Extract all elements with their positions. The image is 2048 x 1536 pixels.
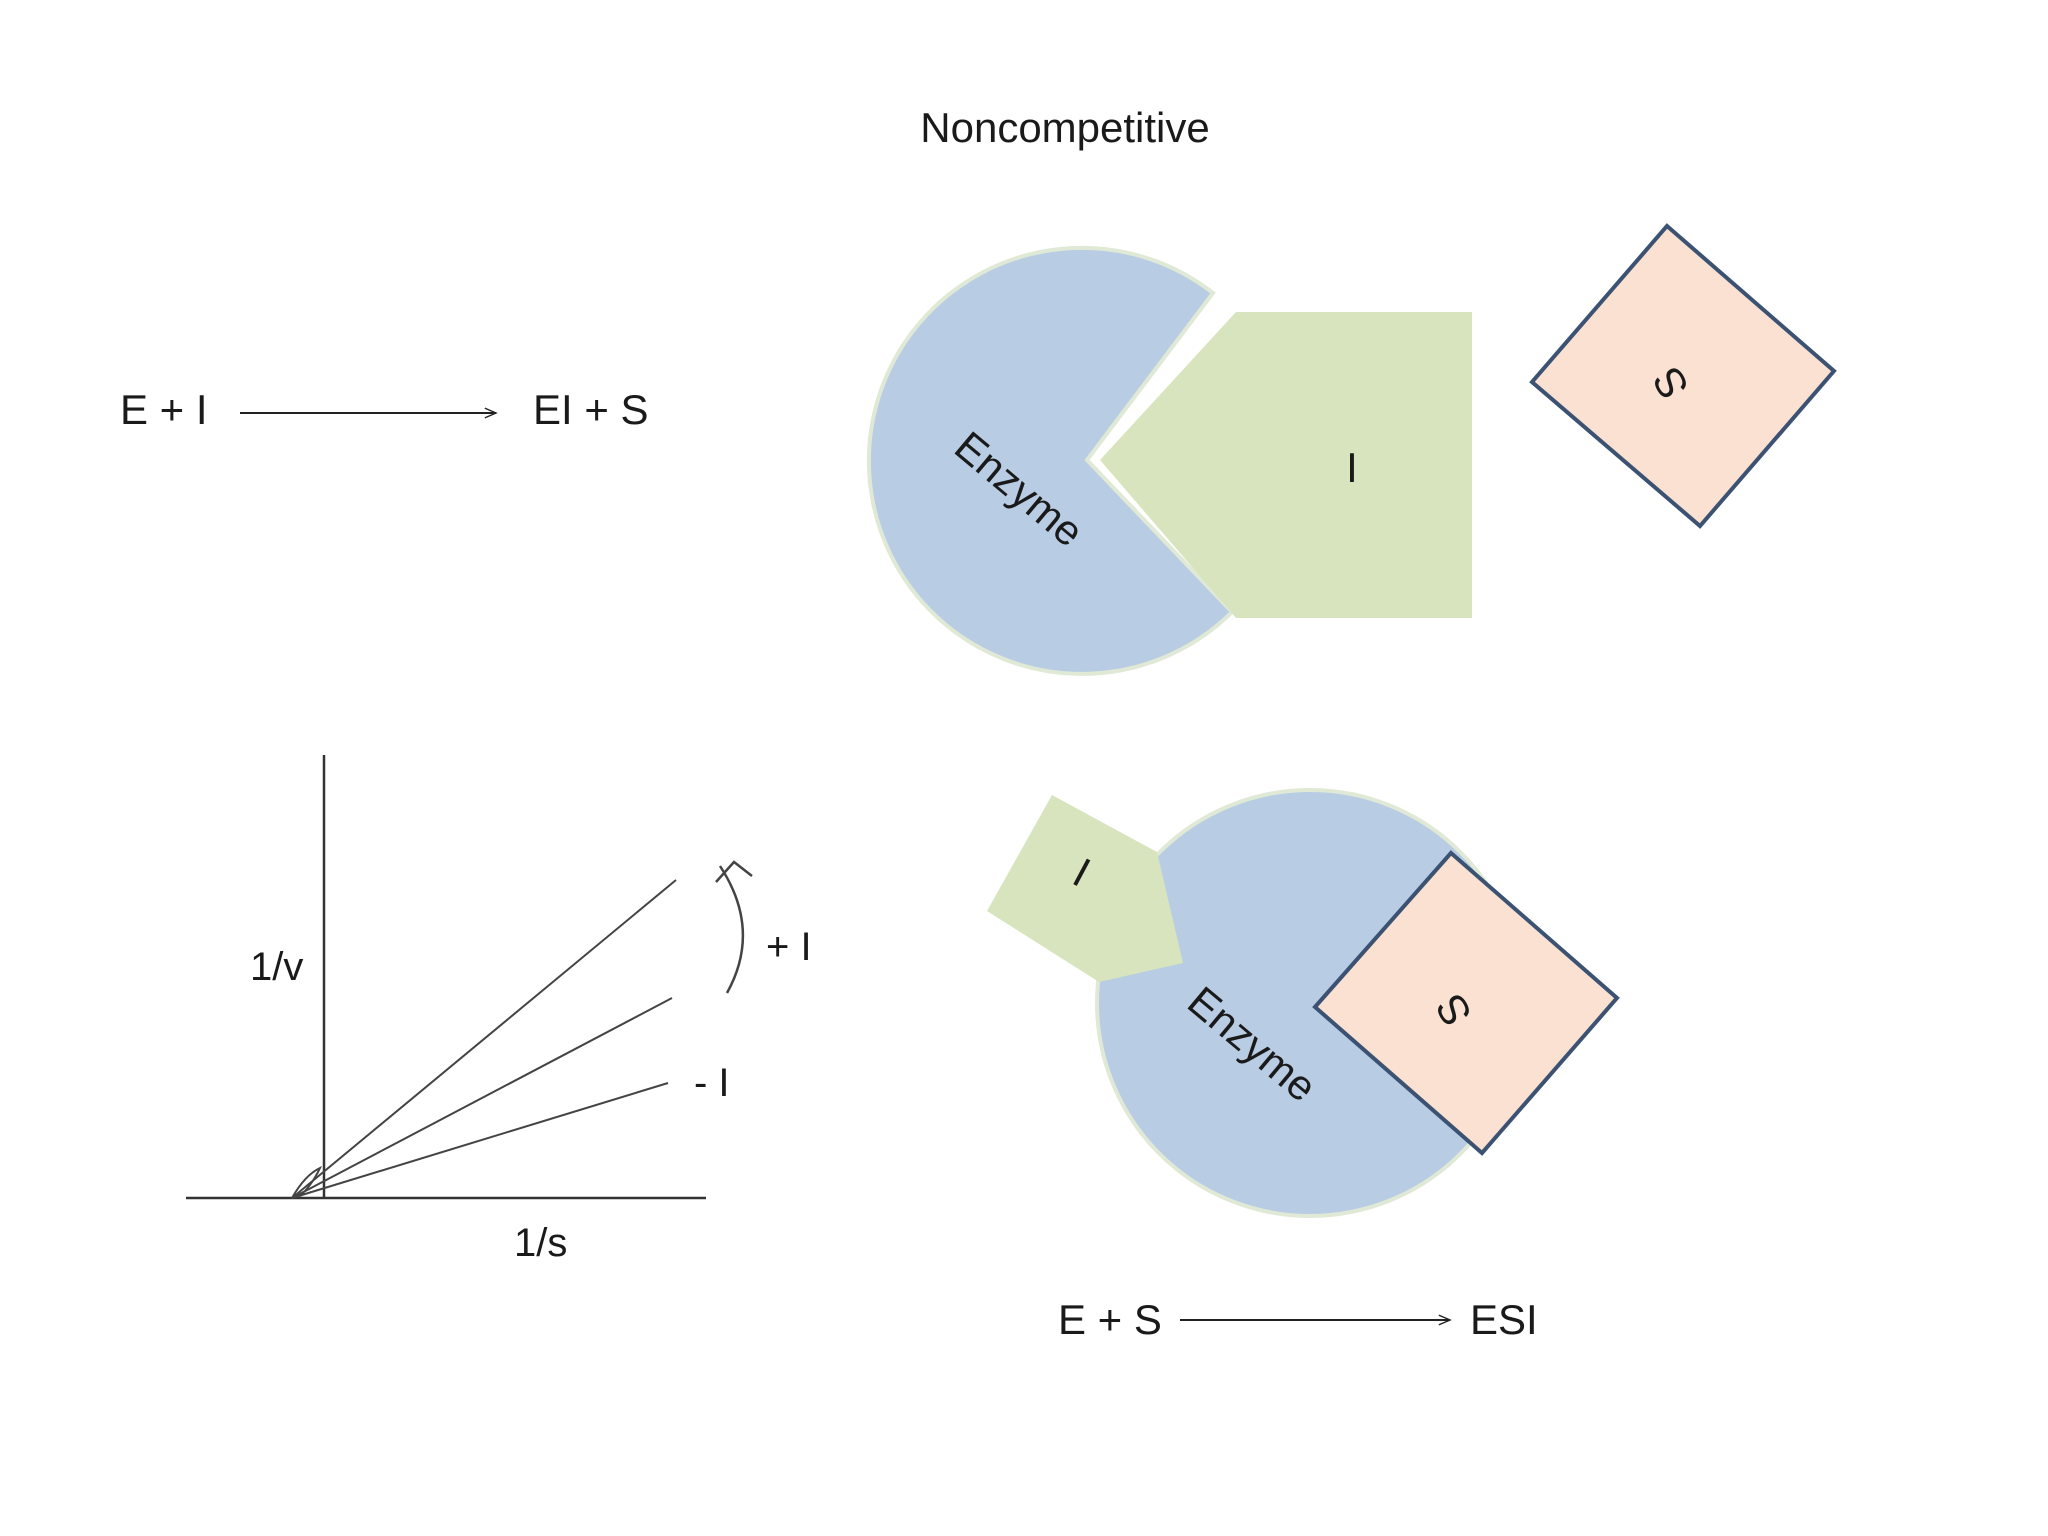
plot-increase-arrowhead — [715, 860, 753, 883]
plot-minus-inhibitor-label: - I — [694, 1061, 730, 1105]
plot-origin-mark — [291, 1165, 323, 1199]
reaction-bottom-reactants: E + S — [1058, 1296, 1162, 1343]
inhibitor-shape-bottom — [987, 795, 1183, 982]
plot-line-no-inhibitor — [291, 1082, 669, 1199]
substrate-shape-bottom — [1312, 850, 1620, 1156]
diagram-top: Enzyme I S — [866, 223, 1837, 676]
page-title: Noncompetitive — [920, 104, 1209, 151]
reaction-bottom-products: ESI — [1470, 1296, 1538, 1343]
substrate-shape-top — [1529, 223, 1837, 529]
reaction-bottom: E + S ESI — [1058, 1296, 1538, 1343]
inhibitor-shape-top — [1100, 312, 1472, 618]
plot-x-label: 1/s — [514, 1221, 567, 1265]
diagram-bottom: Enzyme I S — [987, 788, 1620, 1218]
lineweaver-burk-plot: 1/v 1/s + I - I — [186, 755, 812, 1265]
reaction-top-reactants: E + I — [120, 386, 208, 433]
inhibitor-label-top: I — [1346, 444, 1358, 491]
reaction-top: E + I EI + S — [120, 386, 649, 433]
plot-plus-inhibitor-label: + I — [766, 925, 812, 969]
plot-line-high-inhibitor — [291, 879, 677, 1199]
enzyme-shape-top — [866, 245, 1235, 676]
plot-increase-arrow — [718, 865, 745, 994]
plot-line-mid-inhibitor — [291, 997, 673, 1199]
reaction-top-products: EI + S — [533, 386, 649, 433]
plot-y-label: 1/v — [250, 945, 303, 989]
